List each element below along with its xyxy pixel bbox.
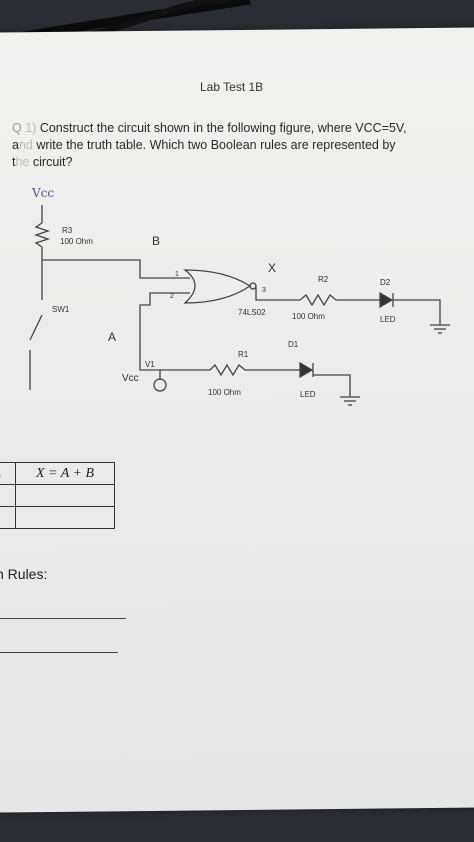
- d2-type: LED: [380, 315, 396, 324]
- header-x: X = A + B: [15, 462, 115, 485]
- r1-value: 100 Ohm: [208, 388, 241, 397]
- r2-value: 100 Ohm: [292, 312, 325, 321]
- gate-label: 74LS02: [238, 308, 266, 317]
- vcc-label: Vcc: [122, 373, 139, 384]
- label-a: A: [108, 330, 116, 344]
- d1-name: D1: [288, 340, 299, 349]
- question-text: Q 1) Construct the circuit shown in the …: [12, 120, 462, 171]
- v1-name: V1: [145, 360, 155, 369]
- r1-name: R1: [238, 350, 249, 359]
- cell: [0, 506, 16, 529]
- pin-2: 2: [170, 293, 174, 300]
- cell: 0: [0, 484, 16, 507]
- pin-1: 1: [175, 271, 179, 278]
- cell: [15, 484, 115, 507]
- table-row: [0, 506, 115, 529]
- d1-type: LED: [300, 390, 316, 399]
- d2-name: D2: [380, 278, 391, 287]
- circuit-diagram: Vcc R3 100 Ohm SW1 A B X 1 2 3 74LS02 R2…: [29, 186, 450, 406]
- label-x: X: [268, 261, 276, 275]
- table-row: 0: [0, 484, 115, 507]
- r2-name: R2: [318, 275, 329, 284]
- answer-line-2: [0, 652, 118, 653]
- rules-label: n Rules:: [0, 566, 48, 582]
- question-line-2: and write the truth table. Which two Boo…: [12, 138, 396, 152]
- switch-label: SW1: [52, 305, 70, 314]
- header-b: B: [0, 462, 16, 485]
- truth-table: B X = A + B 0: [0, 462, 115, 529]
- vcc-handwritten: Vcc: [31, 186, 54, 200]
- r3-name: R3: [62, 226, 73, 235]
- table-header-row: B X = A + B: [0, 462, 115, 485]
- cell: [15, 506, 115, 529]
- pin-3: 3: [262, 287, 266, 294]
- answer-line-1: [0, 618, 126, 619]
- question-line-3: the circuit?: [12, 155, 73, 169]
- question-line-1: Q 1) Construct the circuit shown in the …: [12, 121, 407, 135]
- page-title: Lab Test 1B: [200, 80, 264, 94]
- label-b: B: [152, 234, 160, 248]
- r3-value: 100 Ohm: [60, 237, 93, 246]
